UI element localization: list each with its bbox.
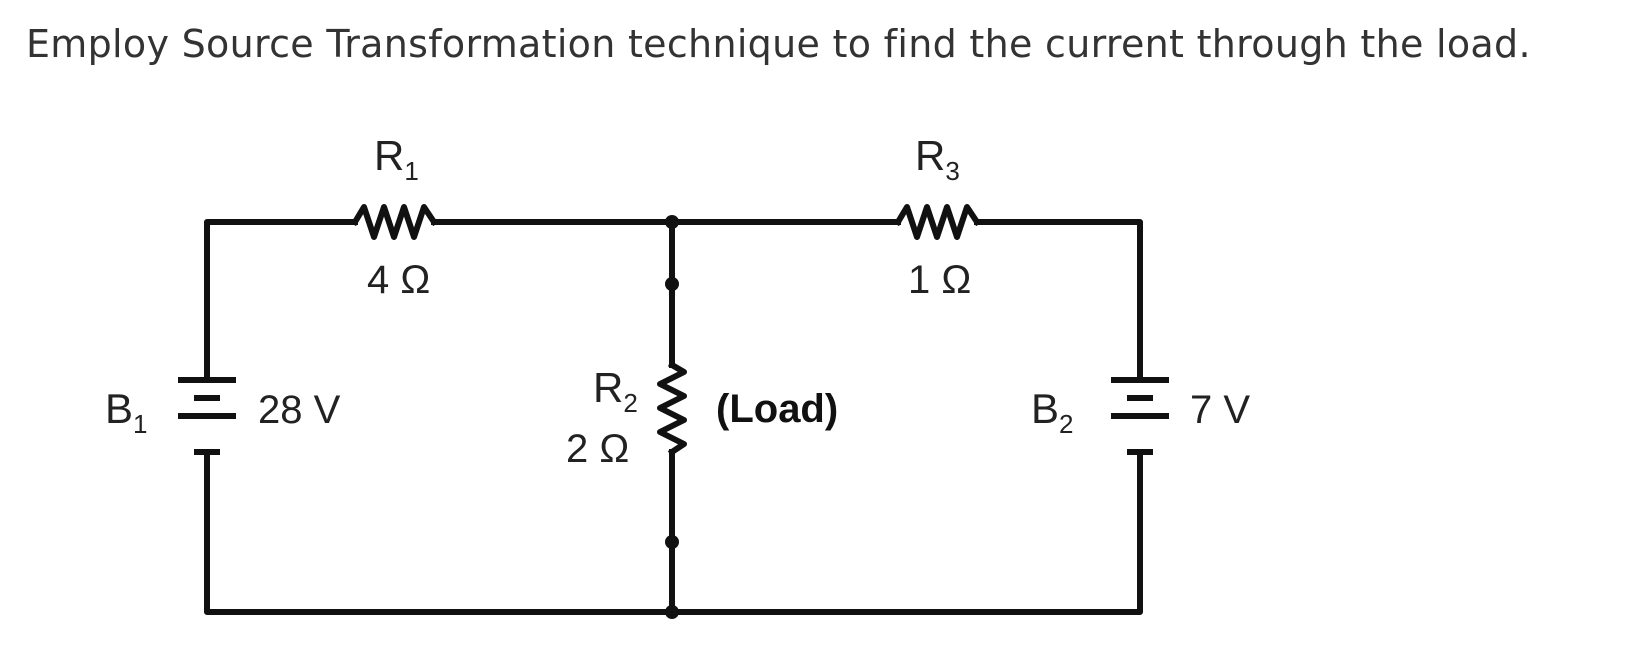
wire-top-left <box>204 219 358 380</box>
wire-top-right <box>974 219 1143 380</box>
terminal-load-bottom <box>665 535 679 549</box>
r2-resistor <box>657 360 687 457</box>
terminal-load-top <box>665 277 679 291</box>
r1-resistor <box>350 204 439 240</box>
b1-label: B1 <box>105 385 147 439</box>
r3-value: 1 Ω <box>908 258 971 302</box>
r2-value: 2 Ω <box>566 427 629 471</box>
r1-value: 4 Ω <box>367 258 430 302</box>
r3-label: R3 <box>915 132 960 186</box>
load-label: (Load) <box>716 387 838 431</box>
b2-value: 7 V <box>1190 388 1250 432</box>
junction-bottom <box>665 605 679 619</box>
b1-value: 28 V <box>258 388 341 432</box>
question-text: Employ Source Transformation technique t… <box>26 22 1531 66</box>
b2-label: B2 <box>1031 385 1073 439</box>
junction-top <box>665 215 679 229</box>
r1-label: R1 <box>374 132 419 186</box>
r2-label: R2 <box>593 364 638 418</box>
r3-resistor <box>893 204 982 240</box>
